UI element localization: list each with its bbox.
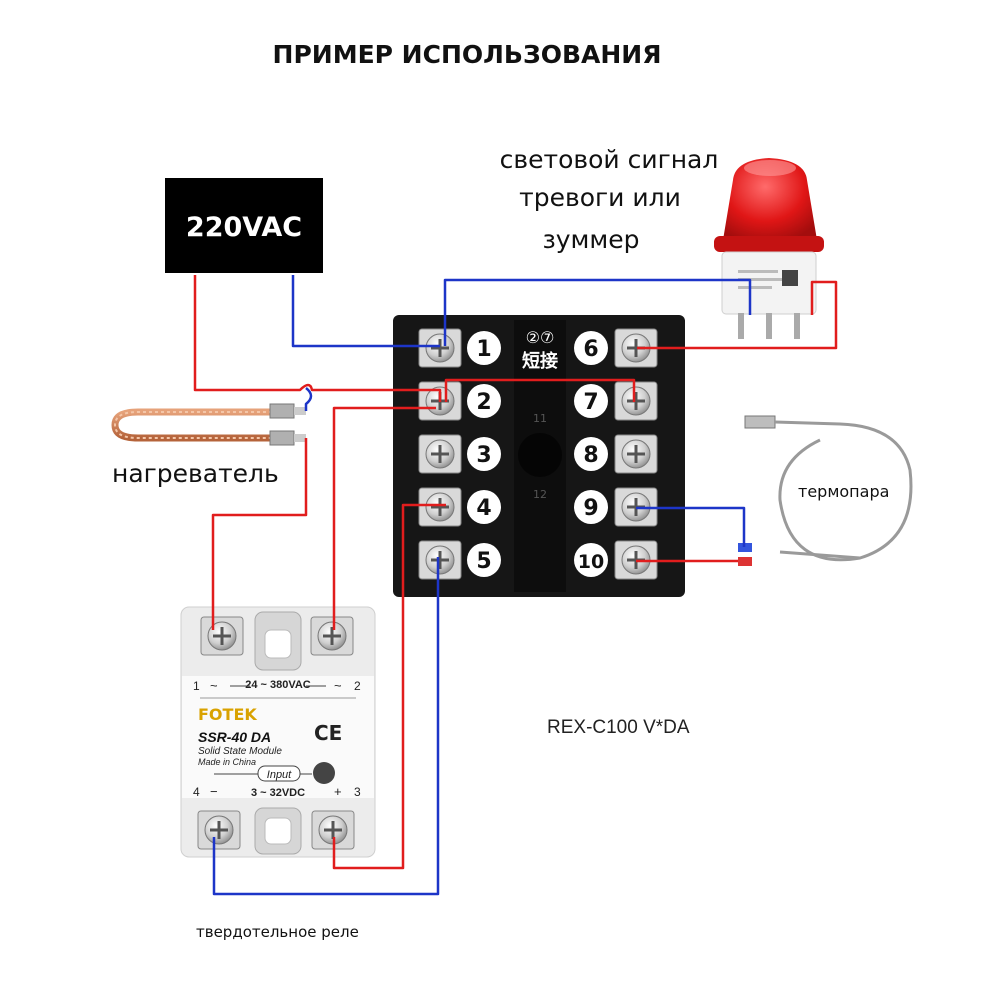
wire-tc-blue: [636, 506, 746, 547]
wire-ssr-minus-blue: [212, 557, 440, 896]
terminal-number-badge: [574, 384, 608, 418]
controller-mark-12: 12: [533, 488, 547, 501]
ssr-module: 1 ~ 24 ~ 380VAC ~ 2 FOTEK SSR-40 DA Soli…: [180, 606, 376, 858]
terminal-screw-left: [417, 327, 463, 369]
controller-terminal-block: 11 12 ②⑦ 短接: [393, 315, 685, 597]
thermocouple-icon: [738, 415, 913, 566]
ssr-terminal-1-screw: [199, 615, 245, 657]
jumper-numbers: ②⑦: [526, 328, 555, 347]
power-source-block: 220VAC: [165, 178, 323, 273]
ssr-terminal-4-screw: [196, 809, 242, 851]
terminal-number-badge: [574, 437, 608, 471]
ssr-pin-4: 4: [193, 785, 200, 799]
wire-lamp-red: [637, 280, 838, 350]
ssr-tilde-left: ~: [210, 678, 218, 693]
ssr-tilde-right: ~: [334, 678, 342, 693]
ssr-origin: Made in China: [198, 757, 256, 767]
page-title: ПРИМЕР ИСПОЛЬЗОВАНИЯ: [273, 40, 662, 69]
terminal-number-right: 8: [583, 443, 598, 468]
terminal-number-badge: [574, 331, 608, 365]
ssr-brand: FOTEK: [198, 705, 257, 724]
terminal-number-badge: [574, 543, 608, 577]
ssr-model: SSR-40 DA: [198, 729, 271, 745]
thermocouple-label: термопара: [798, 482, 889, 501]
ssr-pin-2: 2: [354, 679, 361, 693]
terminal-number-left: 2: [476, 390, 491, 415]
heater-label: нагреватель: [112, 459, 279, 488]
ssr-ce-mark: CE: [314, 721, 342, 745]
controller-terminals: 1 6 2 7 3 8 4 9 5 10: [417, 327, 659, 581]
terminal-number-right: 7: [583, 390, 598, 415]
jumper-label: 短接: [522, 350, 558, 372]
controller-model-label: REX-C100 V*DA: [547, 717, 690, 738]
terminal-number-badge: [574, 490, 608, 524]
alarm-caption-line2: тревоги или: [519, 183, 681, 212]
alarm-caption-line1: световой сигнал: [500, 145, 719, 174]
terminal-number-badge: [467, 384, 501, 418]
terminal-screw-left: [417, 486, 463, 528]
terminal-number-right: 10: [578, 551, 604, 573]
controller-mark-11: 11: [533, 412, 547, 425]
ssr-minus: −: [210, 784, 218, 799]
terminal-number-left: 1: [476, 337, 491, 362]
terminal-number-badge: [467, 331, 501, 365]
terminal-screw-left: [417, 539, 463, 581]
wire-jumper-2-7: [444, 378, 636, 402]
wire-power-blue: [291, 275, 440, 348]
ssr-plus: +: [334, 784, 342, 799]
wire-lamp-blue: [443, 278, 752, 346]
alarm-lamp-icon: [714, 158, 824, 339]
ssr-caption: твердотельное реле: [196, 923, 359, 941]
power-source-label: 220VAC: [186, 212, 302, 243]
terminal-screw-right: [613, 380, 659, 422]
terminal-number-badge: [467, 543, 501, 577]
ssr-input-range: 3 ~ 32VDC: [251, 787, 305, 799]
ssr-input-label: Input: [267, 769, 292, 781]
terminal-number-badge: [467, 437, 501, 471]
terminal-number-right: 9: [583, 496, 598, 521]
terminal-number-right: 6: [583, 337, 598, 362]
alarm-caption: световой сигнал тревоги или зуммер: [500, 145, 719, 254]
ssr-output-range: 24 ~ 380VAC: [245, 679, 311, 691]
terminal-screw-right: [613, 433, 659, 475]
terminal-number-left: 5: [476, 549, 491, 574]
terminal-screw-left: [417, 433, 463, 475]
wire-heater-ssr: [211, 438, 308, 630]
wire-ssr-out-red: [332, 406, 436, 630]
terminal-number-left: 4: [476, 496, 491, 521]
wire-heater-top: [304, 387, 313, 411]
wires: [193, 275, 838, 896]
wire-power-red: [193, 275, 442, 402]
ssr-terminal-2-screw: [309, 615, 355, 657]
alarm-caption-line3: зуммер: [542, 225, 639, 254]
heater-element-icon: [111, 403, 306, 446]
terminal-number-badge: [467, 490, 501, 524]
ssr-type: Solid State Module: [198, 746, 282, 757]
wire-ssr-plus-red: [332, 503, 446, 870]
ssr-pin-3: 3: [354, 785, 361, 799]
terminal-number-left: 3: [476, 443, 491, 468]
ssr-pin-1: 1: [193, 679, 200, 693]
